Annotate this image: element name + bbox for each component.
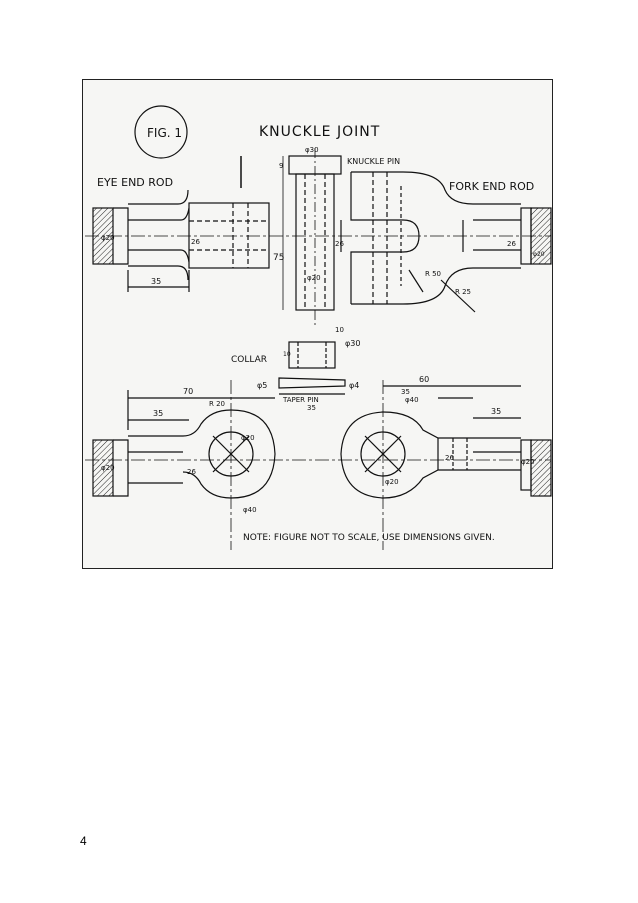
dim-fork-top-hex: 26 — [507, 240, 516, 248]
dim-eye-top-rod-dia: φ20 — [101, 234, 115, 242]
dim-fork-bot-rod-dia: φ20 — [521, 458, 535, 466]
dim-fork-r25: R 25 — [455, 288, 471, 296]
dim-collar-w: 10 — [283, 351, 291, 358]
dim-fork-bot-hole: φ20 — [385, 478, 399, 486]
dim-eye-bot-hole: φ20 — [241, 434, 255, 442]
dim-pin-collar-h: 10 — [335, 326, 344, 334]
collar-label: COLLAR — [231, 355, 267, 365]
dim-pin-len: 75 — [273, 253, 284, 263]
dim-eye-bot-70: 70 — [183, 387, 193, 396]
dim-eye-top-len: 35 — [151, 277, 161, 286]
fork-end-rod-bottom — [340, 385, 552, 499]
dim-pin-head-h: 9 — [279, 162, 283, 170]
dim-fork-bot-35b: 35 — [491, 407, 501, 416]
figure-title: KNUCKLE JOINT — [259, 124, 380, 140]
knuckle-pin-label: KNUCKLE PIN — [347, 157, 400, 166]
dim-collar-dia: φ30 — [345, 339, 360, 348]
note-text: NOTE: FIGURE NOT TO SCALE, USE DIMENSION… — [243, 533, 495, 543]
dim-taper-d1: φ5 — [257, 381, 267, 390]
fig-label: FIG. 1 — [147, 126, 182, 140]
taper-pin-label: TAPER PIN — [282, 396, 319, 404]
dim-fork-top-gap: 26 — [335, 240, 344, 248]
eye-end-rod-top — [92, 189, 270, 292]
dim-fork-bot-60: 60 — [419, 375, 429, 384]
taper-pin — [278, 377, 346, 395]
dim-pin-head-dia: φ30 — [305, 146, 319, 154]
dim-taper-d2: φ4 — [349, 381, 359, 390]
dim-fork-r50: R 50 — [425, 270, 441, 278]
dim-fork-bot-hex: 26 — [445, 454, 454, 462]
dim-fork-bot-35a: 35 — [401, 388, 410, 396]
dim-pin-dia: φ20 — [307, 274, 321, 282]
dim-fork-bot-40: φ40 — [405, 396, 419, 404]
fig-label-circle — [134, 105, 188, 159]
fork-end-rod-label: FORK END ROD — [449, 180, 534, 193]
dim-eye-bot-rod-dia: φ20 — [101, 464, 115, 472]
eye-end-rod-label: EYE END ROD — [97, 176, 173, 189]
collar — [288, 341, 336, 369]
dim-eye-bot-r20: R 20 — [209, 400, 225, 408]
eye-end-rod-bottom — [92, 390, 276, 499]
fork-end-rod-top — [340, 171, 552, 313]
dim-fork-top-rod-dia: φ20 — [533, 251, 545, 258]
knuckle-pin — [282, 148, 342, 328]
drawing-sheet: FIG. 1 KNUCKLE JOINT EYE END ROD FORK EN… — [82, 79, 553, 569]
knuckle-joint-drawing: FIG. 1 KNUCKLE JOINT EYE END ROD FORK EN… — [85, 105, 552, 550]
dim-eye-top-hex: 26 — [191, 238, 200, 246]
dim-taper-len: 35 — [307, 404, 316, 412]
dim-eye-bot-35: 35 — [153, 409, 163, 418]
dim-eye-bot-hex: 26 — [187, 468, 196, 476]
dim-eye-bot-boss: φ40 — [243, 506, 257, 514]
page-number: 4 — [80, 834, 87, 848]
